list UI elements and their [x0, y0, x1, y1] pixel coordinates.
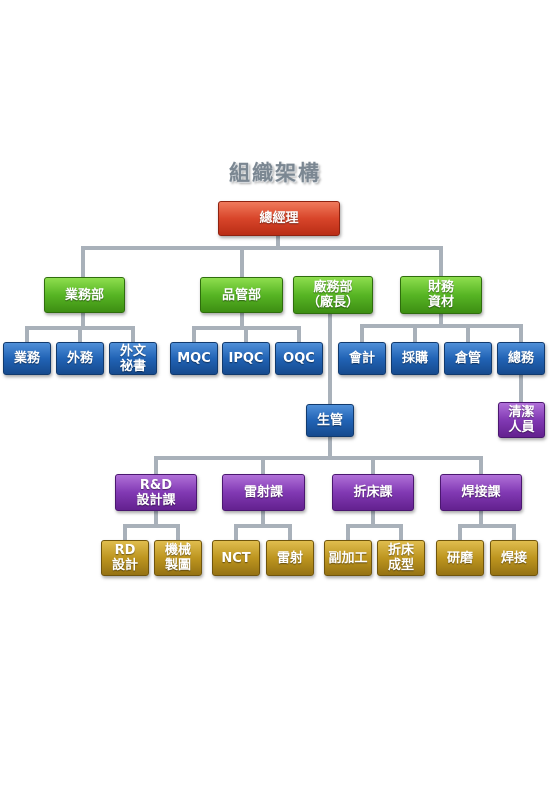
node-laser[interactable]: 雷射 [266, 540, 314, 576]
node-grinding[interactable]: 研磨 [436, 540, 484, 576]
node-qc-dept[interactable]: 品管部 [200, 277, 283, 313]
node-oqc[interactable]: OQC [275, 342, 323, 375]
node-rd-design[interactable]: RD 設計 [101, 540, 149, 576]
node-foreign-secretary[interactable]: 外文 祕書 [109, 342, 157, 375]
chart-title: 組織架構 [229, 161, 321, 185]
node-warehouse[interactable]: 倉管 [444, 342, 492, 375]
node-laser-section[interactable]: 雷射課 [222, 474, 305, 511]
node-sales[interactable]: 業務 [3, 342, 51, 375]
node-accounting[interactable]: 會計 [338, 342, 386, 375]
node-purchasing[interactable]: 採購 [391, 342, 439, 375]
node-outside-sales[interactable]: 外務 [56, 342, 104, 375]
node-rd-design-section[interactable]: R&D 設計課 [115, 474, 197, 511]
node-sales-dept[interactable]: 業務部 [44, 277, 125, 313]
node-secondary-processing[interactable]: 副加工 [324, 540, 372, 576]
node-welding[interactable]: 焊接 [490, 540, 538, 576]
node-welding-section[interactable]: 焊接課 [440, 474, 522, 511]
node-mqc[interactable]: MQC [170, 342, 218, 375]
node-cleaning-staff[interactable]: 清潔 人員 [498, 402, 545, 438]
node-general-affairs[interactable]: 總務 [497, 342, 545, 375]
node-bending-forming[interactable]: 折床 成型 [377, 540, 425, 576]
node-bending-section[interactable]: 折床課 [332, 474, 414, 511]
node-general-manager[interactable]: 總經理 [218, 201, 340, 236]
node-production-control[interactable]: 生管 [306, 404, 354, 437]
node-ipqc[interactable]: IPQC [222, 342, 270, 375]
node-factory-dept[interactable]: 廠務部 （廠長） [293, 276, 373, 314]
node-nct[interactable]: NCT [212, 540, 260, 576]
node-finance-materials-dept[interactable]: 財務 資材 [400, 276, 482, 314]
node-mechanical-drawing[interactable]: 機械 製圖 [154, 540, 202, 576]
